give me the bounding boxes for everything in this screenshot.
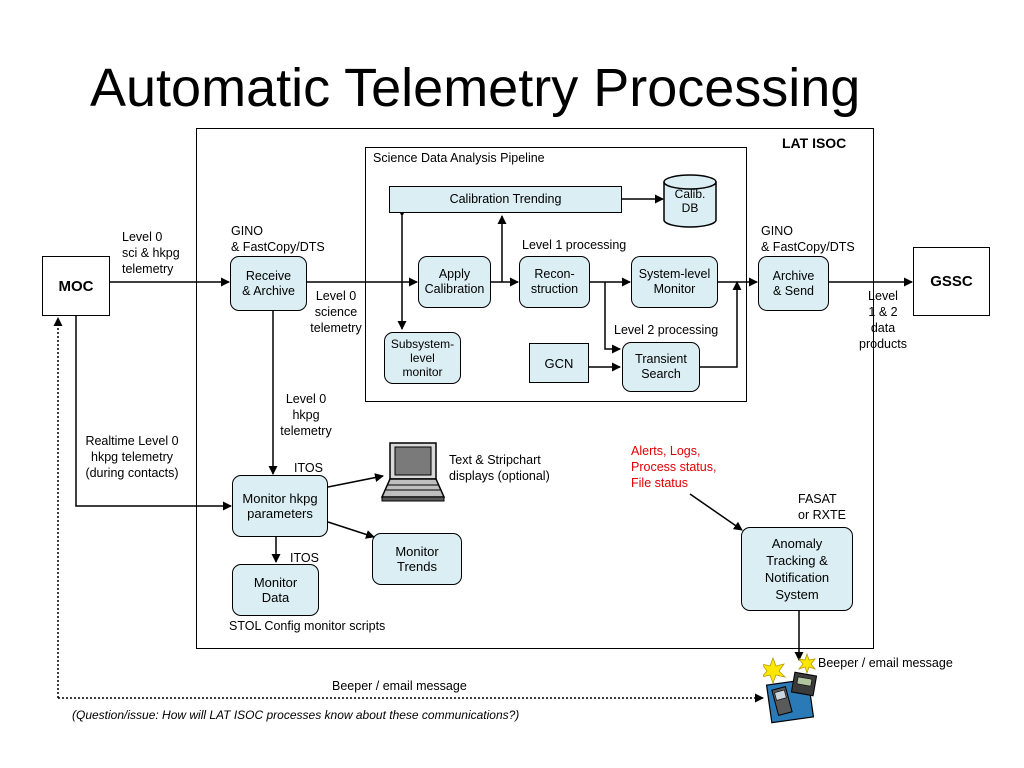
page-title: Automatic Telemetry Processing bbox=[90, 58, 861, 118]
subsystem-monitor-text: Subsystem- level monitor bbox=[390, 337, 455, 379]
apply-calibration-box: Apply Calibration bbox=[418, 256, 491, 308]
anomaly-tracking-box: Anomaly Tracking & Notification System bbox=[741, 527, 853, 611]
receive-archive-box: Receive & Archive bbox=[230, 256, 307, 311]
monitor-hkpg-text: Monitor hkpg parameters bbox=[242, 491, 318, 521]
monitor-data-text: Monitor Data bbox=[253, 575, 298, 605]
text-stripchart-label: Text & Stripchart displays (optional) bbox=[449, 453, 550, 483]
level1-processing-label: Level 1 processing bbox=[522, 238, 627, 252]
receive-archive-text: Receive & Archive bbox=[242, 268, 295, 298]
lat-isoc-frame bbox=[196, 128, 874, 649]
monitor-trends-box: Monitor Trends bbox=[372, 533, 462, 585]
pipeline-frame bbox=[365, 147, 747, 402]
archive-send-box: Archive & Send bbox=[758, 256, 829, 311]
reconstruction-box: Recon- struction bbox=[519, 256, 590, 308]
beeper-right-label: Beeper / email message bbox=[818, 656, 953, 670]
anomaly-tracking-text: Anomaly Tracking & Notification System bbox=[764, 536, 830, 602]
transient-search-text: Transient Search bbox=[635, 352, 687, 381]
lat-isoc-label: LAT ISOC bbox=[782, 135, 847, 151]
moc-box: MOC bbox=[42, 256, 110, 316]
itos-top-label: ITOS bbox=[294, 461, 323, 475]
archive-send-text: Archive & Send bbox=[772, 268, 815, 298]
level0-sci-hkpg-label: Level 0 sci & hkpg telemetry bbox=[122, 230, 180, 276]
gino-left-label: GINO & FastCopy/DTS bbox=[231, 224, 325, 254]
alerts-label: Alerts, Logs, Process status, File statu… bbox=[631, 444, 717, 490]
system-level-monitor-text: System-level Monitor bbox=[638, 267, 711, 296]
itos-bottom-label: ITOS bbox=[290, 551, 319, 565]
pipeline-label: Science Data Analysis Pipeline bbox=[373, 151, 545, 165]
system-level-monitor-box: System-level Monitor bbox=[631, 256, 718, 308]
laptop-icon bbox=[380, 442, 446, 502]
level2-processing-label: Level 2 processing bbox=[614, 323, 719, 337]
gino-right-label: GINO & FastCopy/DTS bbox=[761, 224, 855, 254]
level0-science-label: Level 0 science telemetry bbox=[310, 289, 362, 335]
monitor-trends-text: Monitor Trends bbox=[395, 544, 439, 574]
calibration-trending-box: Calibration Trending bbox=[389, 186, 622, 213]
reconstruction-text: Recon- struction bbox=[530, 267, 579, 296]
question-note: (Question/issue: How will LAT ISOC proce… bbox=[72, 708, 520, 722]
stol-config-label: STOL Config monitor scripts bbox=[229, 619, 386, 633]
calib-db-label: Calib. DB bbox=[674, 187, 706, 215]
gcn-box: GCN bbox=[529, 343, 589, 383]
transient-search-box: Transient Search bbox=[622, 342, 700, 392]
calib-db-cylinder bbox=[663, 174, 717, 228]
monitor-hkpg-box: Monitor hkpg parameters bbox=[232, 475, 328, 537]
apply-calibration-text: Apply Calibration bbox=[424, 267, 485, 296]
realtime-hkpg-label: Realtime Level 0 hkpg telemetry (during … bbox=[85, 434, 179, 480]
monitor-data-box: Monitor Data bbox=[232, 564, 319, 616]
gssc-box: GSSC bbox=[913, 247, 990, 316]
beeper-bottom-label: Beeper / email message bbox=[332, 679, 467, 693]
fasat-label: FASAT or RXTE bbox=[798, 492, 846, 522]
level0-hkpg-label: Level 0 hkpg telemetry bbox=[280, 392, 332, 438]
pager-phone-icon bbox=[763, 652, 818, 724]
subsystem-monitor-box: Subsystem- level monitor bbox=[384, 332, 461, 384]
level12-products-label: Level 1 & 2 data products bbox=[859, 289, 907, 351]
